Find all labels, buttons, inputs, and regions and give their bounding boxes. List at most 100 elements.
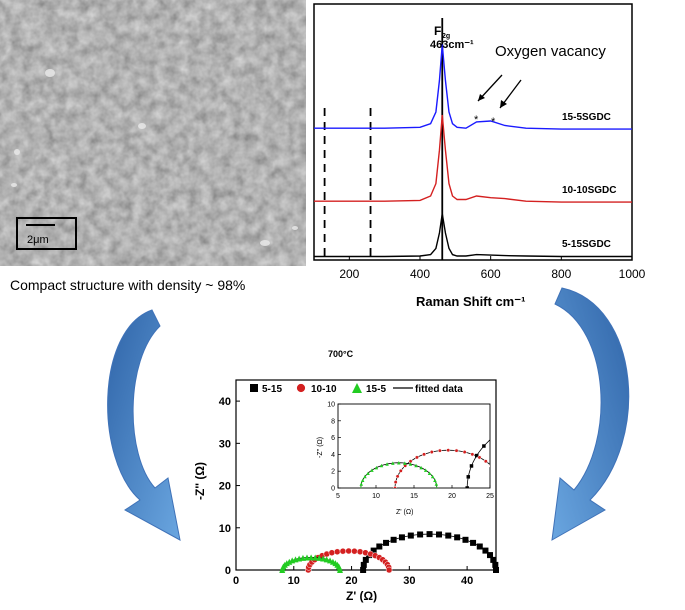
eis-point-15-5 [397, 461, 401, 465]
eis-point-5-15 [470, 539, 477, 546]
eis-fit-line [466, 439, 490, 488]
eis-point-15-5 [303, 554, 310, 561]
eis-point-5-15 [398, 534, 405, 541]
eis-point-10-10 [339, 547, 347, 555]
eis-point-10-10 [356, 548, 364, 556]
inset-x-tick-label: 15 [410, 493, 418, 500]
raman-peak-annotation: F 2g 463cm⁻¹ Oxygen vacancy * * [430, 24, 606, 128]
vacancy-arrowhead-2 [500, 100, 507, 108]
eis-point-10-10 [385, 566, 393, 574]
eis-point-15-5 [359, 482, 364, 486]
eis-point-10-10 [477, 455, 482, 460]
eis-point-5-15 [474, 453, 479, 458]
raman-series-line [314, 44, 632, 130]
eis-point-10-10 [483, 459, 488, 464]
raman-xlabel: Raman Shift cm⁻¹ [416, 294, 525, 309]
eis-xlabel: Z' (Ω) [346, 589, 377, 603]
oxygen-vacancy-label: Oxygen vacancy [495, 43, 606, 60]
eis-point-5-15 [360, 567, 367, 573]
right-curved-arrow [551, 287, 630, 541]
eis-point-10-10 [429, 450, 434, 455]
eis-point-5-15 [376, 543, 383, 550]
inset-xlabel: Z' (Ω) [396, 509, 413, 516]
eis-y-tick-label: 0 [225, 565, 231, 577]
eis-point-5-15 [486, 552, 493, 559]
eis-point-10-10 [393, 480, 398, 485]
eis-point-10-10 [497, 475, 501, 479]
eis-point-10-10 [395, 474, 400, 479]
eis-point-10-10 [462, 450, 467, 455]
inset-x-tick-label: 25 [486, 493, 494, 500]
inset-y-tick-label: 0 [331, 486, 335, 493]
eis-point-5-15 [390, 536, 397, 543]
eis-y-tick-label: 40 [219, 396, 231, 408]
eis-point-15-5 [316, 554, 323, 561]
sem-caption: Compact structure with density ~ 98% [10, 277, 246, 293]
eis-legend: 5-15 10-10 15-5 fitted data [250, 383, 463, 395]
eis-x-tick-label: 40 [461, 575, 473, 587]
eis-x-tick-label: 10 [288, 575, 300, 587]
eis-point-15-5 [414, 463, 418, 468]
raman-x-tick-label: 1000 [619, 267, 646, 281]
inset-data [359, 439, 504, 490]
eis-point-5-15 [370, 547, 377, 554]
eis-point-15-5 [408, 462, 413, 466]
raman-series-label: 5-15SGDC [562, 239, 611, 250]
raman-lines [314, 44, 632, 258]
eis-point-10-10 [446, 448, 451, 453]
eis-point-15-5 [370, 468, 374, 472]
eis-point-10-10 [489, 464, 490, 468]
eis-point-15-5 [423, 468, 428, 472]
raman-x-tick-label: 200 [339, 267, 359, 281]
eis-x-tick-label: 30 [403, 575, 415, 587]
peak-position-label: 463cm⁻¹ [430, 39, 474, 51]
eis-point-5-15 [360, 561, 367, 568]
legend-label-15-5: 15-5 [366, 384, 386, 395]
raman-series-label: 15-5SGDC [562, 112, 611, 123]
eis-point-10-10 [500, 486, 504, 490]
legend-marker-5-15 [250, 384, 258, 392]
eis-point-5-15 [490, 556, 497, 563]
eis-point-10-10 [499, 480, 503, 484]
eis-point-15-5 [379, 463, 384, 468]
inset-x-tick-label: 20 [448, 493, 456, 500]
eis-point-5-15 [417, 531, 424, 538]
vacancy-arrowhead-1 [478, 94, 485, 101]
eis-point-15-5 [433, 478, 437, 482]
legend-marker-15-5 [352, 383, 362, 393]
sem-micrograph: 2μm [0, 0, 306, 266]
eis-point-15-5 [360, 478, 365, 482]
eis-point-5-15 [482, 547, 489, 554]
eis-point-5-15 [482, 444, 486, 448]
eis-x-tick-label: 0 [233, 575, 239, 587]
eis-point-15-5 [430, 474, 435, 479]
inset-frame [337, 403, 491, 489]
eis-point-10-10 [414, 455, 419, 460]
eis-point-10-10 [454, 448, 459, 453]
raman-series-line [314, 213, 632, 258]
eis-point-5-15 [407, 532, 414, 539]
raman-x-tick-label: 400 [410, 267, 430, 281]
eis-point-15-5 [323, 556, 330, 563]
eis-point-15-5 [385, 462, 389, 466]
inset-y-tick-label: 8 [331, 418, 335, 425]
eis-point-5-15 [476, 543, 483, 550]
eis-point-5-15 [445, 532, 452, 539]
inset-y-tick-label: 2 [331, 469, 335, 476]
eis-point-10-10 [470, 452, 475, 457]
eis-point-15-5 [359, 486, 362, 488]
raman-x-tick-label: 800 [551, 267, 571, 281]
eis-point-10-10 [393, 486, 397, 488]
eis-point-15-5 [391, 461, 395, 465]
eis-point-15-5 [312, 554, 319, 561]
eis-point-10-10 [422, 452, 427, 457]
eis-point-15-5 [434, 482, 439, 486]
eis-point-15-5 [366, 471, 370, 475]
